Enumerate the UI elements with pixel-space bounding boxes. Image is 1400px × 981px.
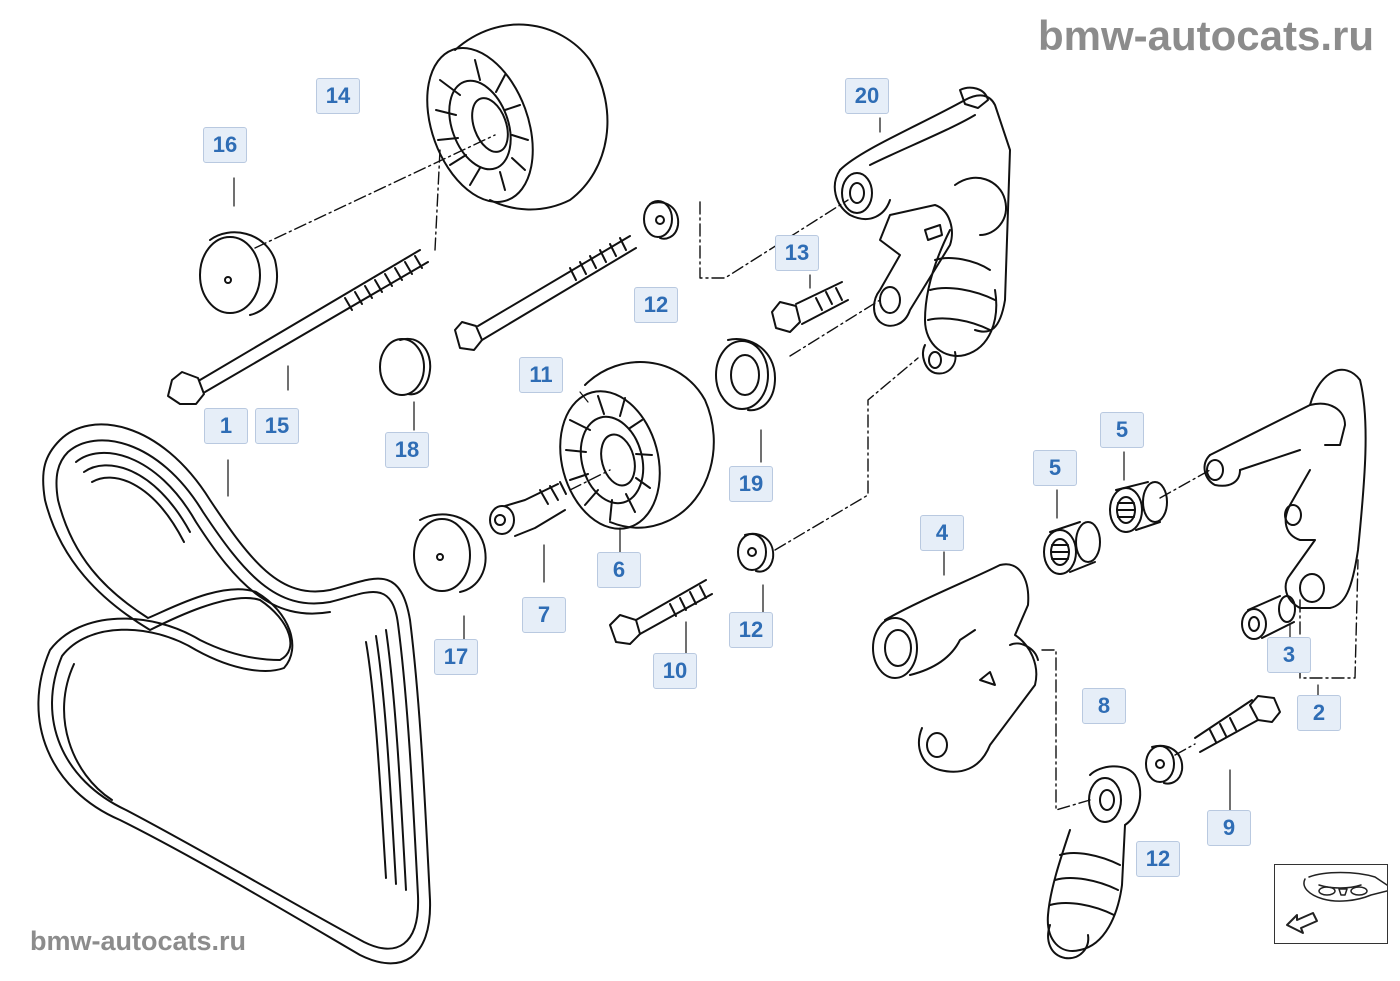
tensioner-lever-4	[872, 563, 1039, 773]
bolt-10	[609, 579, 713, 645]
washer-12-top	[643, 200, 680, 240]
damper-8	[1046, 765, 1142, 960]
callout-part-15[interactable]: 15	[255, 408, 299, 444]
bearing-5-right	[1109, 481, 1168, 533]
pulley-6	[559, 361, 715, 530]
callout-part-14[interactable]: 14	[316, 78, 360, 114]
callout-part-3[interactable]: 3	[1267, 637, 1311, 673]
bracket-2	[1203, 368, 1367, 609]
cap-18	[379, 337, 432, 396]
bolt-13	[771, 281, 849, 333]
callout-part-10[interactable]: 10	[653, 653, 697, 689]
callout-part-17[interactable]: 17	[434, 639, 478, 675]
callout-part-13[interactable]: 13	[775, 235, 819, 271]
bearing-5-left	[1043, 521, 1101, 575]
bolt-15	[167, 249, 429, 405]
callout-part-2[interactable]: 2	[1297, 695, 1341, 731]
callout-part-12-lower[interactable]: 12	[1136, 841, 1180, 877]
washer-12-lower	[1145, 744, 1184, 785]
callout-part-4[interactable]: 4	[920, 515, 964, 551]
callout-part-20[interactable]: 20	[845, 78, 889, 114]
arrow-back-car-icon	[1286, 871, 1388, 934]
bolt-7	[489, 481, 567, 537]
sleeve-3	[1241, 595, 1296, 640]
callout-part-19[interactable]: 19	[729, 466, 773, 502]
callout-part-7[interactable]: 7	[522, 597, 566, 633]
callout-part-9[interactable]: 9	[1207, 810, 1251, 846]
callout-part-6[interactable]: 6	[597, 552, 641, 588]
washer-12-middle	[737, 532, 775, 573]
watermark-top: bmw-autocats.ru	[1037, 12, 1374, 59]
drive-belt	[37, 423, 432, 965]
washer-19	[715, 338, 776, 412]
callout-part-12-upper[interactable]: 12	[634, 287, 678, 323]
callout-part-18[interactable]: 18	[385, 432, 429, 468]
cap-17	[413, 513, 487, 593]
callout-part-8[interactable]: 8	[1082, 688, 1126, 724]
callout-part-11[interactable]: 11	[519, 357, 563, 393]
cap-16	[199, 231, 278, 316]
callout-part-5-left[interactable]: 5	[1033, 450, 1077, 486]
watermark-bottom: bmw-autocats.ru	[30, 926, 247, 956]
pulley-14	[426, 23, 609, 211]
callout-part-1[interactable]: 1	[204, 408, 248, 444]
callout-part-5-right[interactable]: 5	[1100, 412, 1144, 448]
back-navigation-button[interactable]	[1274, 864, 1388, 944]
tensioner-20	[833, 86, 1011, 375]
bolt-12-upper	[454, 235, 637, 351]
bolt-9	[1194, 695, 1281, 753]
callout-part-16[interactable]: 16	[203, 127, 247, 163]
callout-part-12-middle[interactable]: 12	[729, 612, 773, 648]
